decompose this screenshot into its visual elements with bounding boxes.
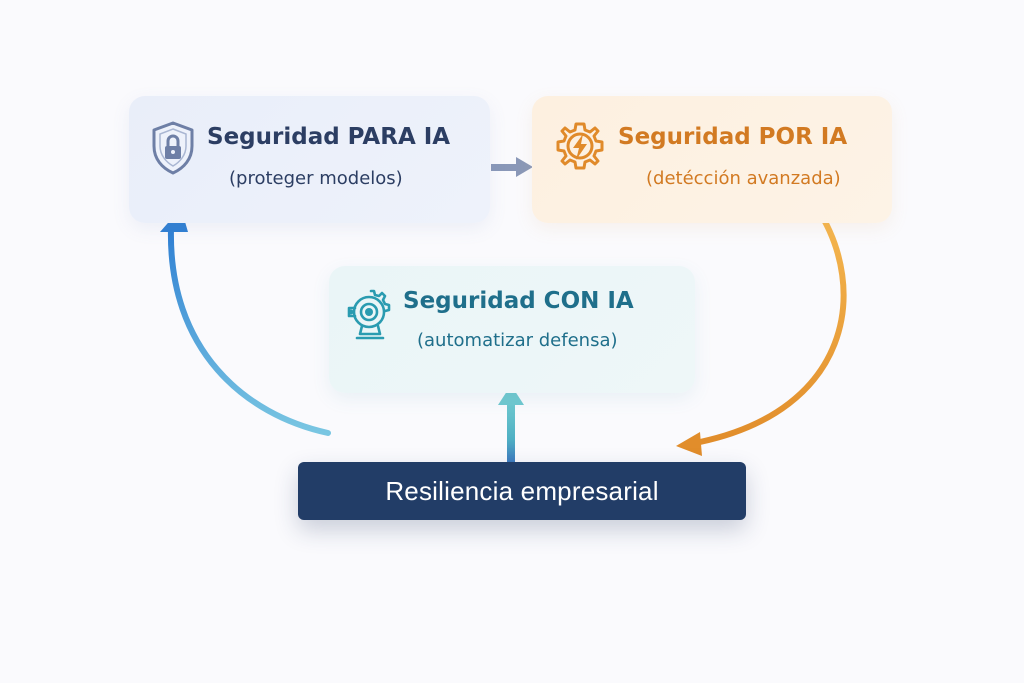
card-seguridad-para-ia: Seguridad PARA IA (proteger modelos) <box>129 96 490 223</box>
card-title: Seguridad PARA IA <box>207 124 451 150</box>
arrow-right-curve <box>697 205 847 445</box>
base-label: Resiliencia empresarial <box>385 475 659 506</box>
card-subtitle: (detécción avanzada) <box>646 168 841 189</box>
robot-head-gear-icon <box>345 286 397 344</box>
card-seguridad-por-ia: Seguridad POR IA (detécción avanzada) <box>532 96 892 223</box>
shield-lock-icon <box>149 120 197 176</box>
card-seguridad-con-ia: Seguridad CON IA (automatizar defensa) <box>329 266 695 393</box>
gear-lightning-icon <box>554 120 606 172</box>
card-title: Seguridad CON IA <box>403 288 634 314</box>
arrow-top-shaft <box>491 164 517 171</box>
card-title: Seguridad POR IA <box>618 124 848 150</box>
arrow-center-head <box>498 385 524 405</box>
card-subtitle: (automatizar defensa) <box>417 330 618 351</box>
resiliencia-empresarial-bar: Resiliencia empresarial <box>298 462 746 520</box>
arrow-center-shaft <box>507 403 515 463</box>
arrow-left-curve <box>167 225 331 436</box>
arrow-right-head <box>676 432 702 456</box>
card-subtitle: (proteger modelos) <box>229 168 403 189</box>
arrow-top-head <box>516 157 533 177</box>
